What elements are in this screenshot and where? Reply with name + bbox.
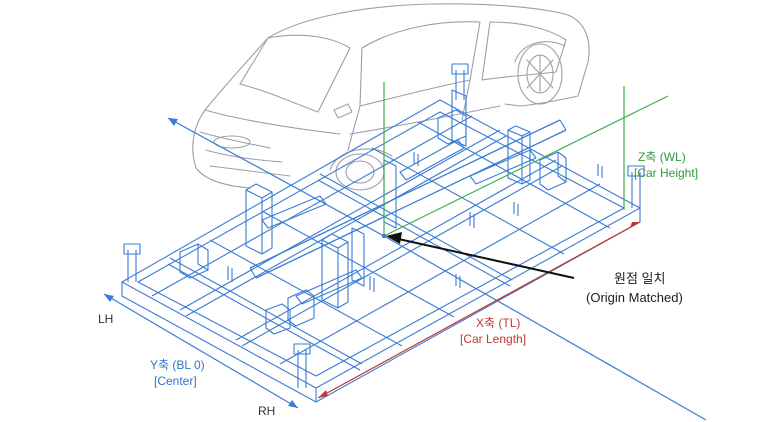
y-axis-label: Y축 (BL 0) bbox=[150, 358, 205, 372]
origin-point bbox=[381, 233, 387, 239]
x-dimension-arrow-end bbox=[630, 222, 640, 228]
y-dimension-line bbox=[103, 293, 299, 409]
origin-label-english: (Origin Matched) bbox=[586, 290, 683, 305]
y-axis-sublabel: [Center] bbox=[154, 374, 197, 388]
y-axis-arrowhead bbox=[168, 118, 178, 126]
x-dimension-arrow-start bbox=[318, 390, 328, 398]
z-axis-sublabel: [Car Height] bbox=[634, 166, 699, 180]
x-axis-line bbox=[383, 235, 707, 421]
green-reference-line bbox=[383, 95, 669, 237]
origin-pointer-arrowhead bbox=[386, 232, 402, 244]
y-dimension-arrow-lh bbox=[104, 294, 114, 302]
fixture-frame bbox=[121, 63, 645, 403]
y-axis-line bbox=[167, 117, 385, 237]
origin-label-korean: 원점 일치 bbox=[614, 271, 666, 286]
z-axis-label: Z축 (WL) bbox=[638, 150, 686, 164]
lh-label: LH bbox=[98, 312, 114, 326]
origin-pointer-line bbox=[393, 237, 575, 279]
rh-label: RH bbox=[258, 404, 276, 418]
x-dimension-line bbox=[317, 221, 641, 399]
y-dimension-arrow-rh bbox=[288, 400, 298, 408]
car-sketch bbox=[192, 3, 590, 191]
x-axis-sublabel: [Car Length] bbox=[460, 332, 527, 346]
x-axis-label: X축 (TL) bbox=[476, 316, 521, 330]
